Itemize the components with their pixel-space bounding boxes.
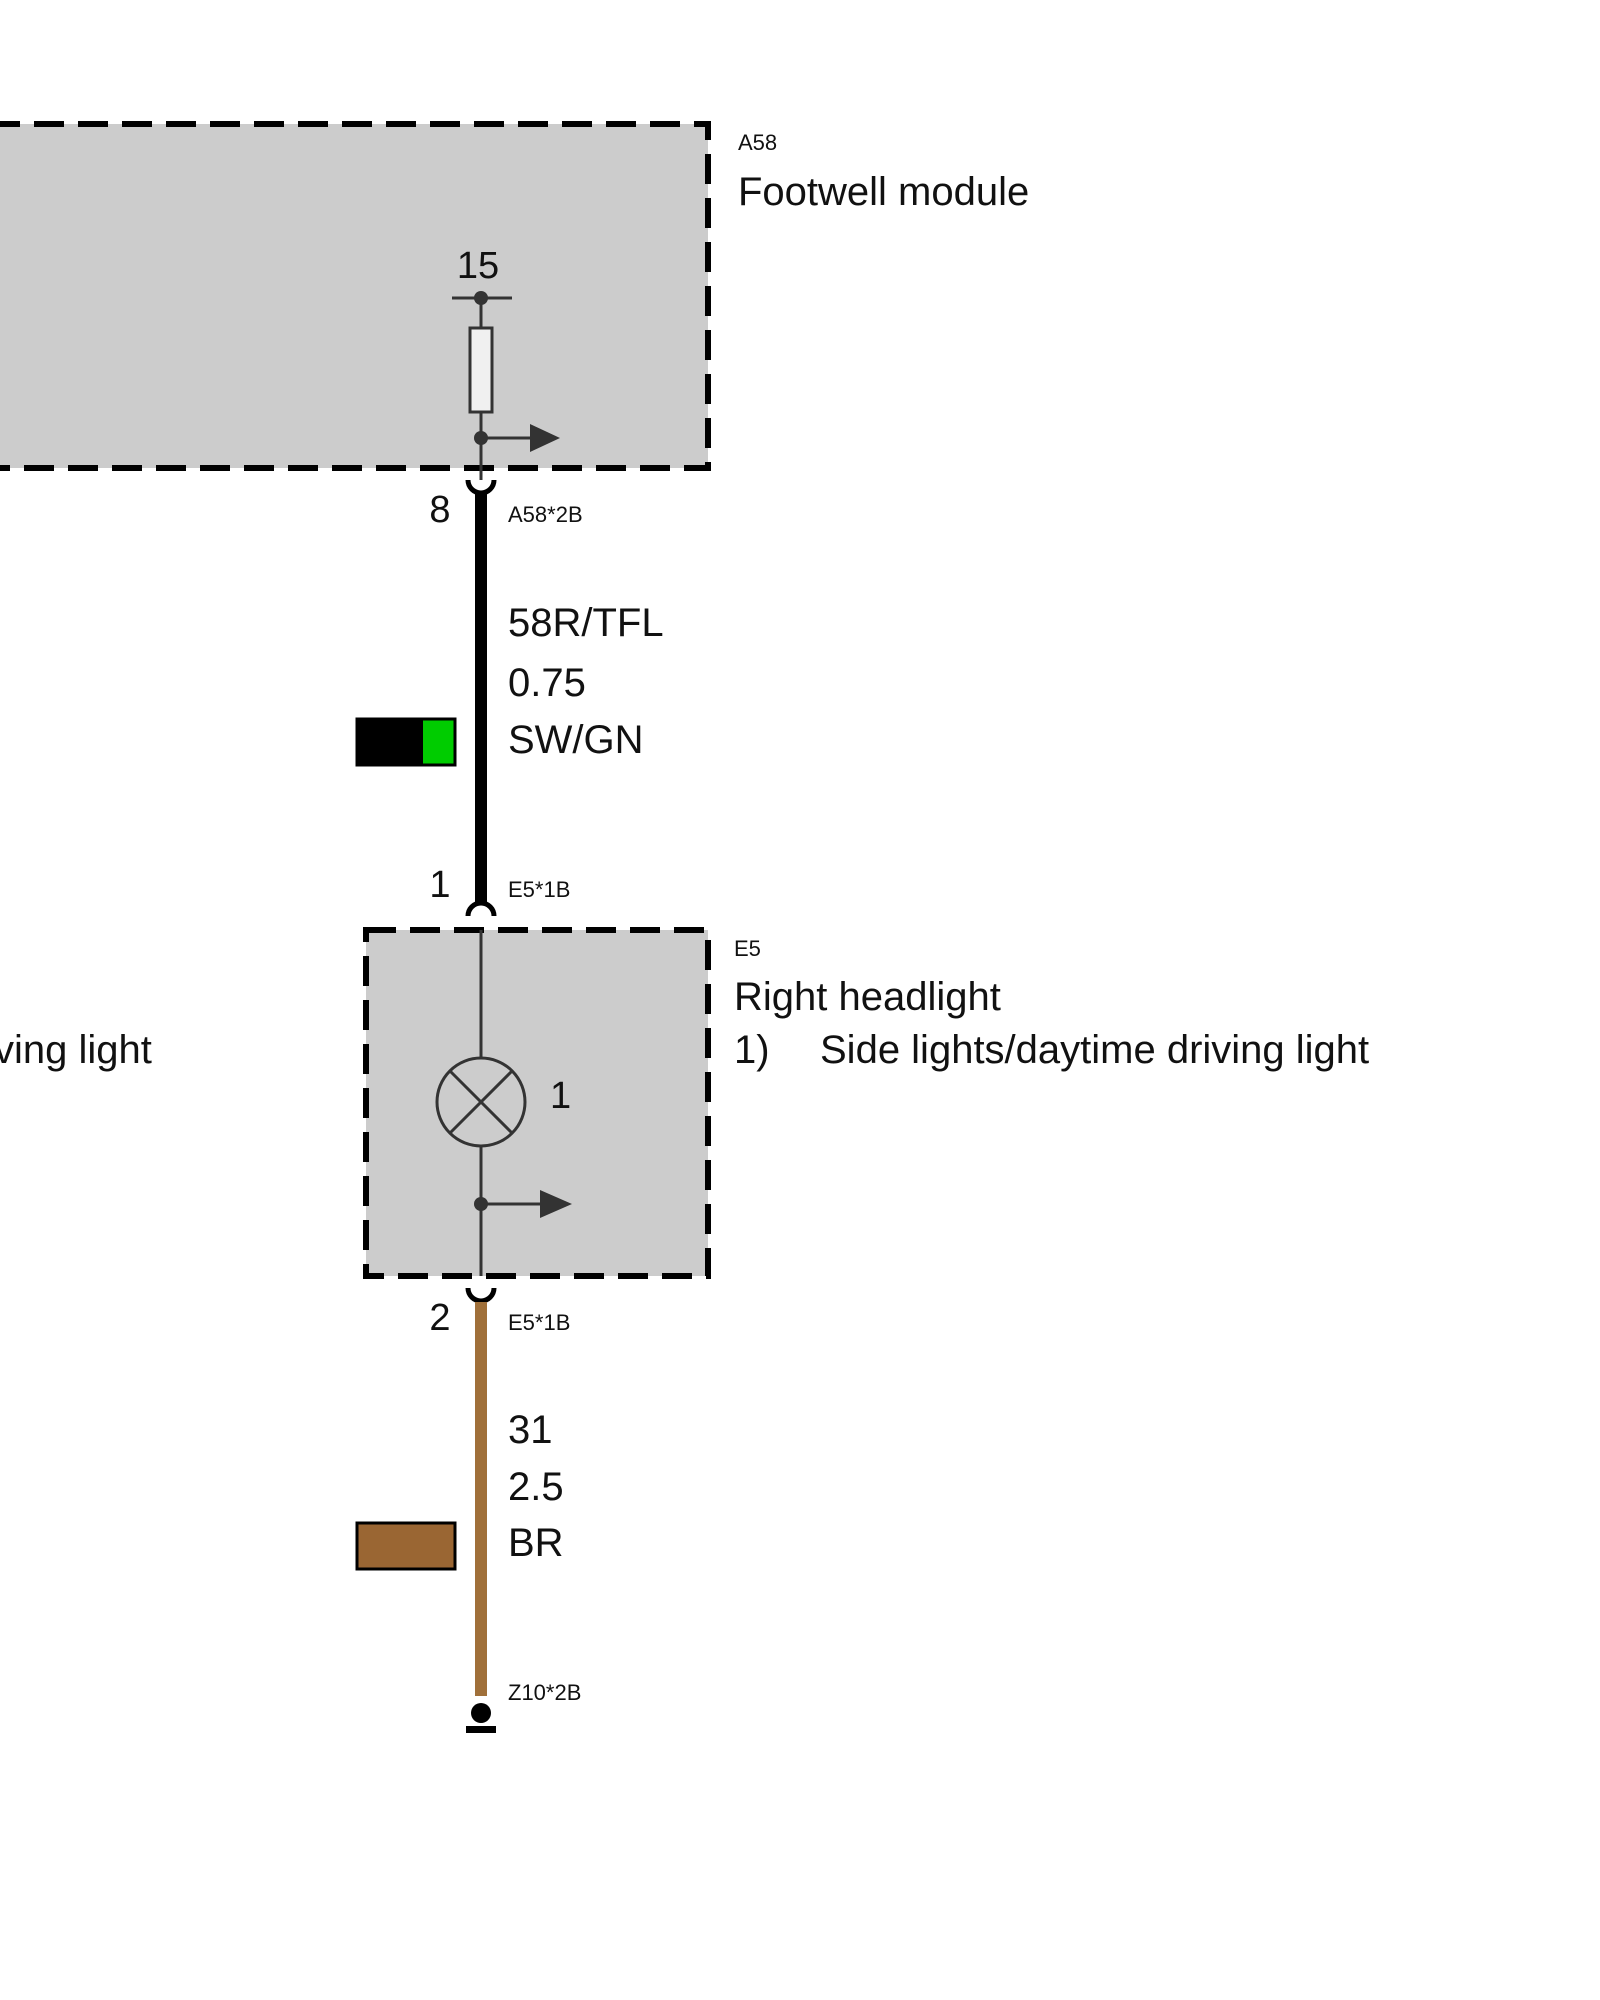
bulb-label: 1 [550, 1075, 571, 1117]
connector-a58-symbol [465, 479, 497, 496]
left-cut-label: ving light [0, 1028, 152, 1072]
right-headlight-note-number: 1) [734, 1028, 770, 1072]
fuse-symbol [452, 291, 512, 480]
lower-wire-color-swatch [355, 1521, 457, 1571]
upper-wire-pin-top: 8 [429, 489, 450, 531]
right-headlight-note-text: Side lights/daytime driving light [820, 1028, 1369, 1072]
footwell-module-box [0, 121, 711, 471]
lower-wire-pin-top: 2 [429, 1297, 450, 1339]
lower-wire-connector-top: E5*1B [508, 1310, 570, 1335]
lower-wire-color-code: BR [508, 1521, 564, 1565]
headlight-output-arrow-icon [481, 1190, 572, 1218]
right-headlight-name: Right headlight [734, 975, 1001, 1019]
right-headlight-box [363, 927, 711, 1279]
lower-wire-signal: 31 [508, 1408, 553, 1452]
upper-wire-color-code: SW/GN [508, 718, 644, 762]
ground-label: Z10*2B [508, 1680, 581, 1705]
upper-wire-connector-top: A58*2B [508, 502, 583, 527]
fuse-terminal-label: 15 [457, 245, 499, 287]
output-arrow-icon [481, 424, 560, 452]
right-headlight-id: E5 [734, 936, 761, 961]
upper-wire-connector-bottom: E5*1B [508, 877, 570, 902]
connector-e5-top-symbol [465, 900, 497, 917]
upper-wire-pin-bottom: 1 [429, 864, 450, 906]
bulb-icon [435, 930, 527, 1276]
ground-icon [466, 1703, 496, 1733]
footwell-module-id: A58 [738, 130, 777, 155]
upper-wire-signal: 58R/TFL [508, 601, 664, 645]
footwell-module-name: Footwell module [738, 170, 1029, 214]
connector-e5-bottom-symbol [465, 1287, 497, 1304]
upper-wire-color-swatch [355, 717, 457, 767]
upper-wire-size: 0.75 [508, 661, 586, 705]
lower-wire-size: 2.5 [508, 1465, 564, 1509]
